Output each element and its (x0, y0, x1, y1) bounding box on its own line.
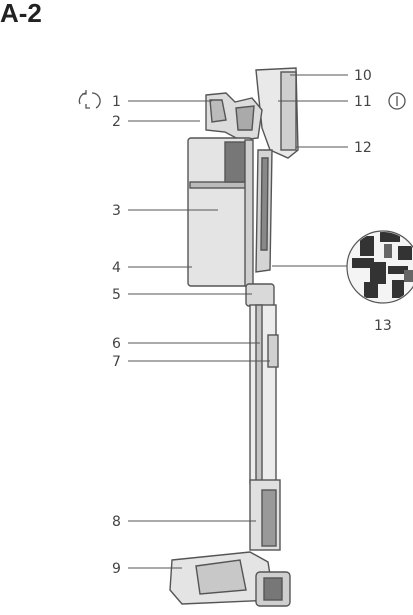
page-heading: A-2 (0, 0, 42, 28)
callout-5: 5 (112, 287, 121, 303)
callout-6: 6 (112, 336, 121, 352)
callout-11: 11 (354, 94, 372, 110)
power-icon (388, 92, 406, 110)
refresh-icon (78, 90, 101, 109)
callout-3: 3 (112, 203, 121, 219)
detail-magnifier (346, 230, 413, 304)
callout-10: 10 (354, 68, 372, 84)
callout-7: 7 (112, 354, 121, 370)
callout-12: 12 (354, 140, 372, 156)
callout-4: 4 (112, 260, 121, 276)
callout-9: 9 (112, 561, 121, 577)
vacuum-illustration (169, 67, 299, 607)
callout-13: 13 (374, 318, 392, 334)
callout-lines (128, 74, 350, 569)
callout-1: 1 (112, 94, 121, 110)
callout-2: 2 (112, 114, 121, 130)
callout-8: 8 (112, 514, 121, 530)
